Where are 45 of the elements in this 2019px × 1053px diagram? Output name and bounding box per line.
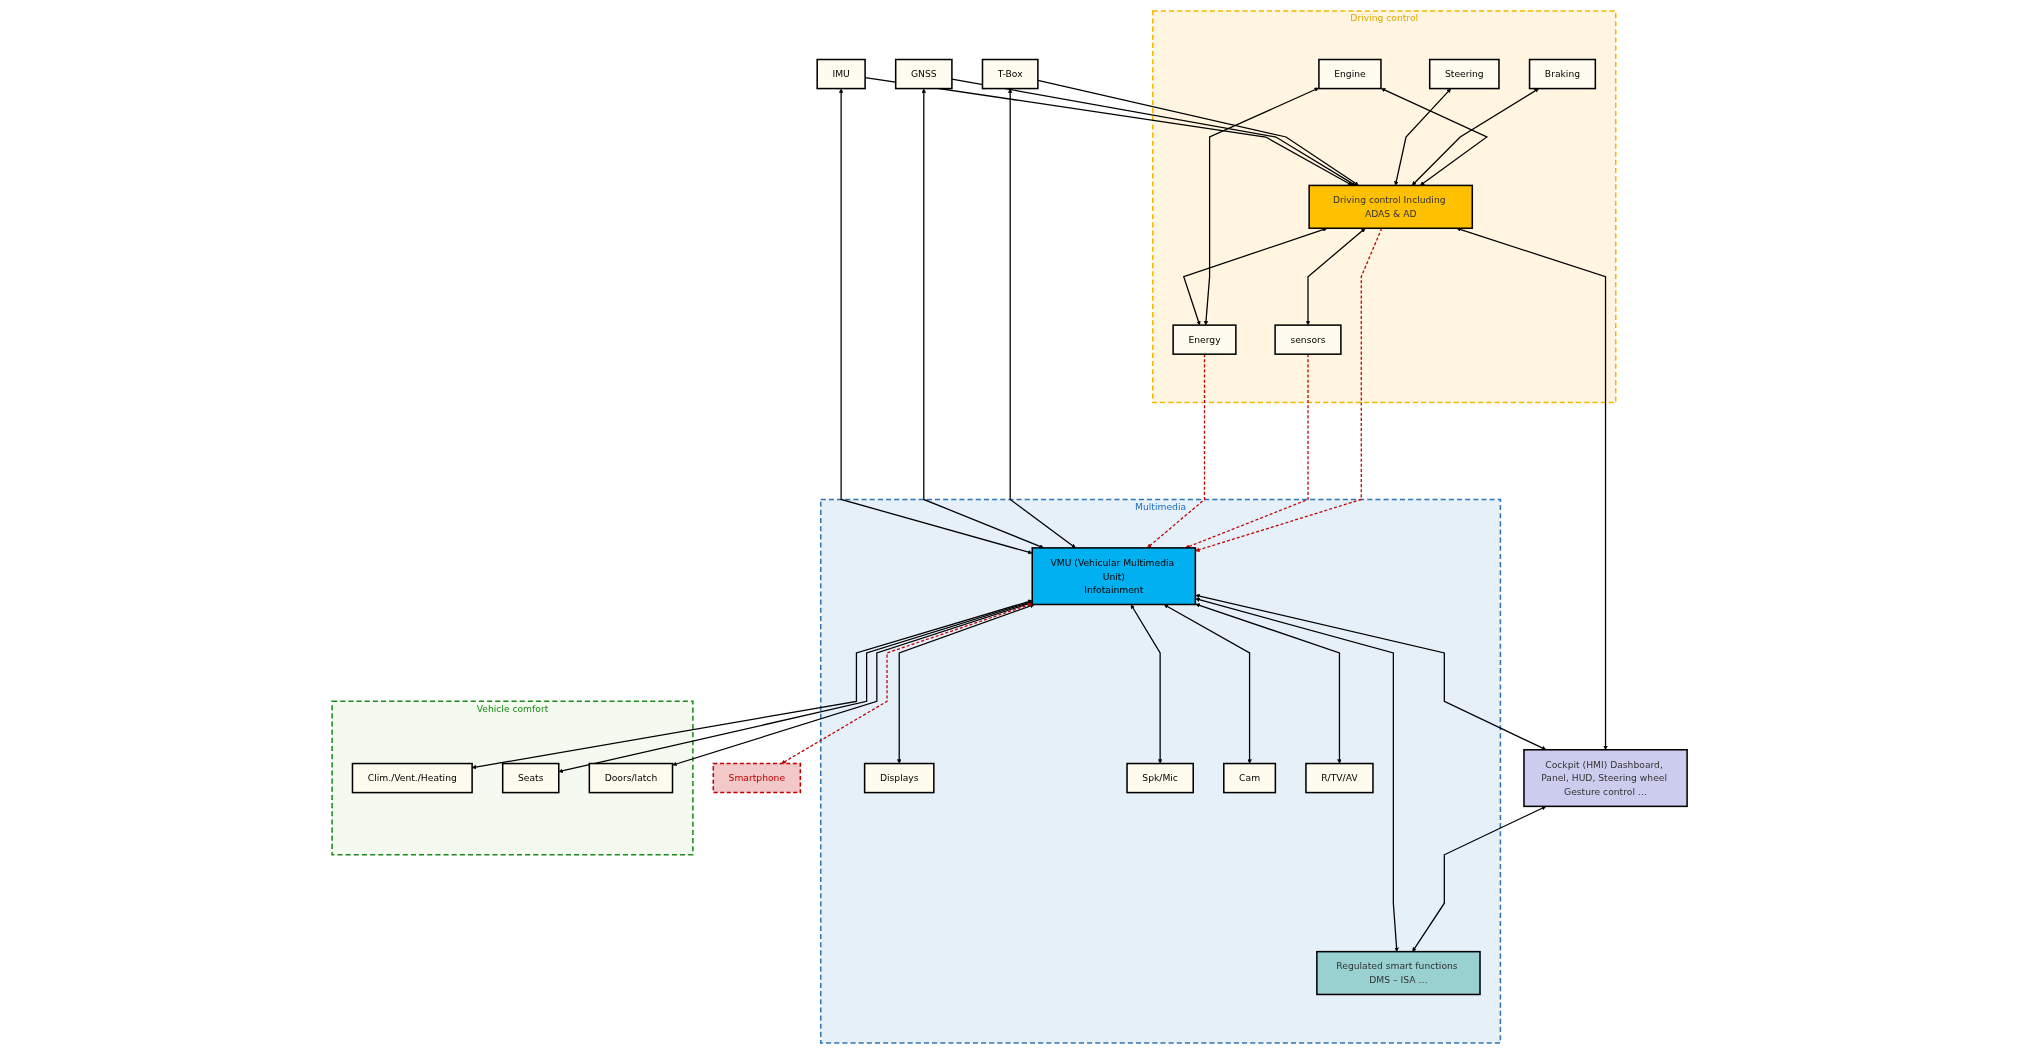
node-box: Cockpit (HMI) Dashboard, Panel, HUD, Steering wheel Gesture control … xyxy=(1523,748,1688,807)
node-box: IMU xyxy=(816,58,866,89)
arrow xyxy=(1185,353,1309,548)
arrow xyxy=(781,602,1033,764)
arrow xyxy=(1195,602,1342,764)
arrow xyxy=(1195,227,1383,552)
arrow xyxy=(1037,79,1359,186)
arrow xyxy=(558,600,1033,773)
arrow xyxy=(838,88,1033,554)
arrow xyxy=(1380,87,1488,186)
node-box: Cam xyxy=(1222,762,1277,793)
arrow xyxy=(1195,597,1399,952)
node-box: Displays xyxy=(863,762,935,793)
arrow xyxy=(896,603,1035,764)
arrow xyxy=(1411,87,1539,186)
node-box: Braking xyxy=(1528,58,1596,89)
node-box: GNSS xyxy=(894,58,953,89)
arrow xyxy=(1305,227,1366,325)
arrow xyxy=(1412,805,1546,952)
arrow xyxy=(1456,226,1608,750)
node-box: Doors/latch xyxy=(588,762,674,793)
node-box: Engine xyxy=(1318,58,1382,89)
arrow xyxy=(1130,603,1163,764)
node-box: Energy xyxy=(1172,323,1237,355)
arrow xyxy=(672,601,1033,766)
node-box: Smartphone xyxy=(712,762,802,793)
arrow xyxy=(1163,603,1252,764)
node-box: R/TV/AV xyxy=(1305,762,1374,793)
node-box: VMU (Vehicular Multimedia Unit) Infotainment xyxy=(1031,546,1197,605)
arrow xyxy=(1203,87,1319,325)
arrow xyxy=(1182,227,1328,325)
node-box: Spk/Mic xyxy=(1126,762,1194,793)
node-box: Steering xyxy=(1428,58,1500,89)
arrow xyxy=(1146,353,1206,548)
arrow xyxy=(951,77,1356,186)
arrow xyxy=(1394,88,1451,186)
node-box: sensors xyxy=(1274,323,1342,355)
node-box: Regulated smart functions DMS – ISA … xyxy=(1316,950,1481,995)
node-box: Seats xyxy=(501,762,560,793)
node-box: Clim./Vent./Heating xyxy=(351,762,473,793)
arrow xyxy=(921,88,1044,548)
arrow xyxy=(1195,593,1547,750)
node-box: Driving control Including ADAS & AD xyxy=(1308,184,1473,229)
node-box: T-Box xyxy=(981,58,1039,89)
arrow xyxy=(1007,88,1076,548)
